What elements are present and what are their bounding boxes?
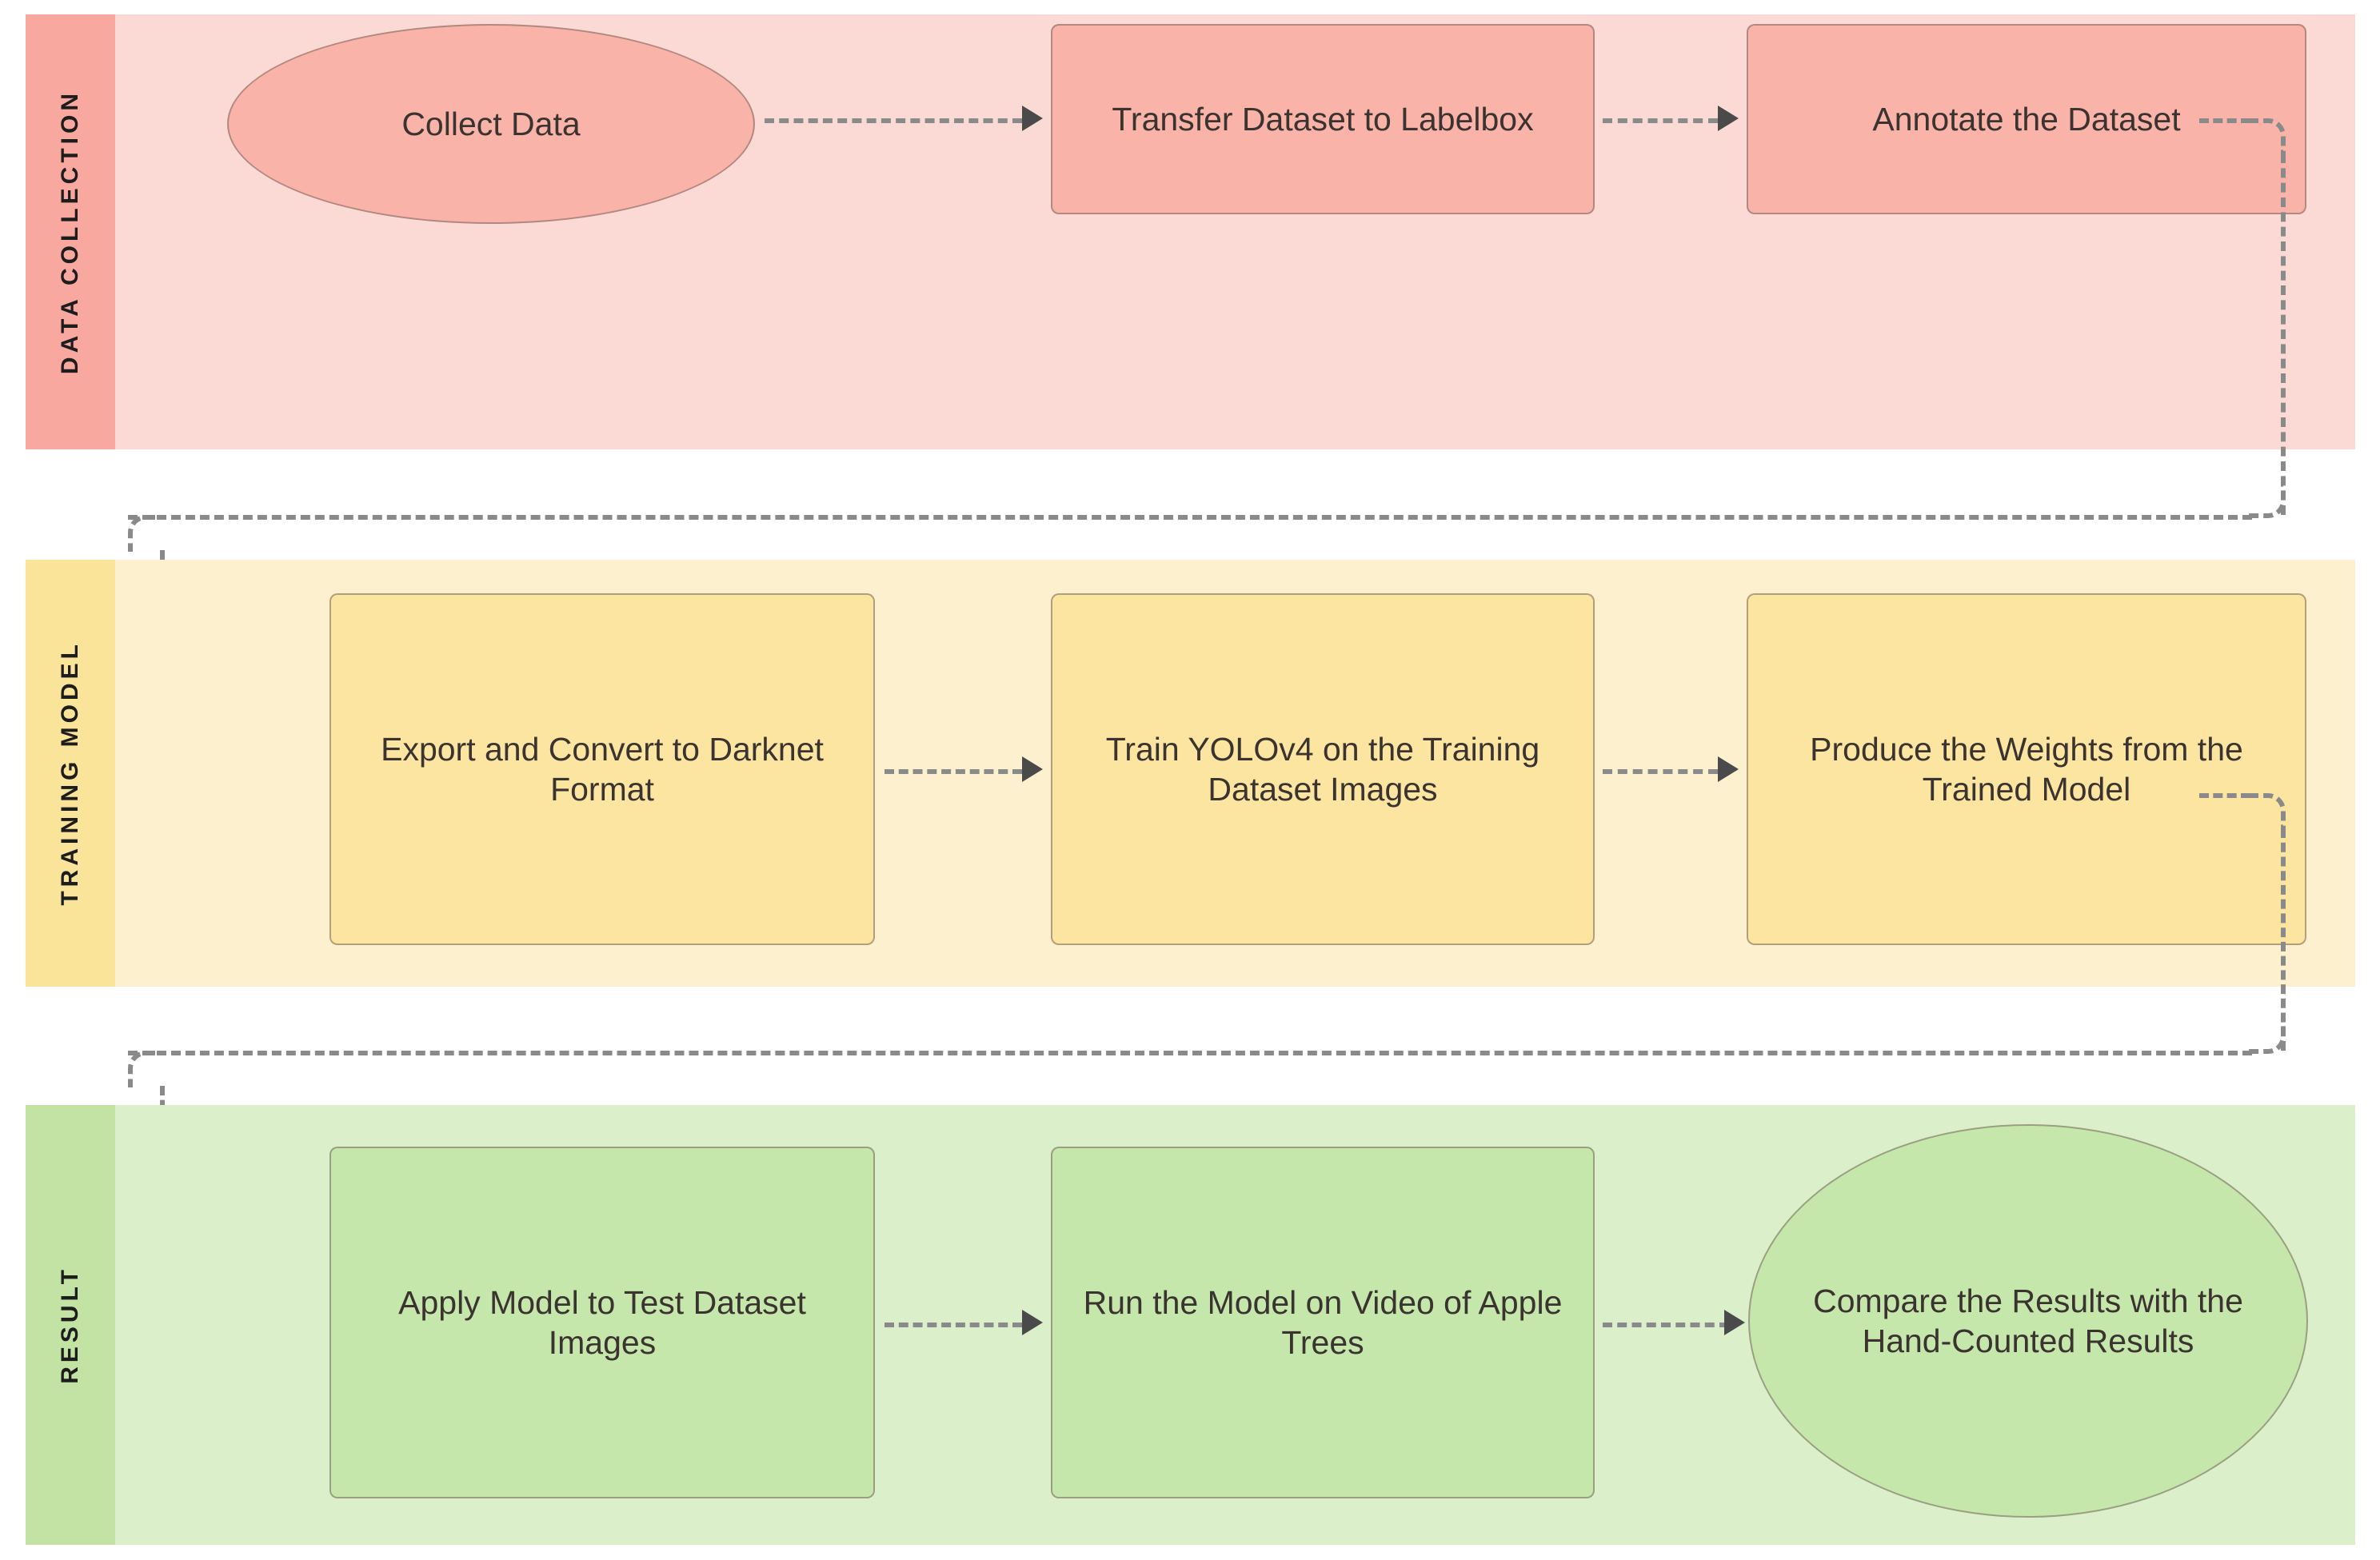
swimlane-label-result: RESULT [57, 1266, 83, 1384]
node-label-apply-model: Apply Model to Test Dataset Images [398, 1283, 806, 1361]
swimlane-header-training-model: TRAINING MODEL [26, 560, 115, 987]
connector-apply-to-run [885, 1323, 1022, 1327]
node-label-annotate-dataset: Annotate the Dataset [1872, 100, 2181, 138]
swimlane-label-data-collection: DATA COLLECTION [57, 89, 83, 375]
connector-arrow-run-to-compare [1724, 1310, 1745, 1335]
node-transfer-dataset[interactable]: Transfer Dataset to Labelbox [1051, 24, 1595, 214]
connector-arrow-collect-to-transfer [1022, 106, 1043, 131]
swimlane-body-result: Apply Model to Test Dataset Images Run t… [115, 1105, 2355, 1545]
swimlane-header-result: RESULT [26, 1105, 115, 1545]
node-train-yolov4[interactable]: Train YOLOv4 on the Training Dataset Ima… [1051, 593, 1595, 945]
connector-collect-to-transfer [765, 118, 1022, 123]
node-label-run-model-video: Run the Model on Video of Apple Trees [1083, 1283, 1563, 1361]
node-label-collect-data: Collect Data [401, 105, 581, 142]
node-label-produce-weights: Produce the Weights from the Trained Mod… [1810, 730, 2243, 808]
node-label-export-convert: Export and Convert to Darknet Format [381, 730, 824, 808]
swimlane-result: RESULT Apply Model to Test Dataset Image… [26, 1105, 2355, 1545]
connector-arrow-export-to-train [1022, 756, 1043, 782]
connector-arrow-transfer-to-annotate [1718, 106, 1739, 131]
node-export-convert[interactable]: Export and Convert to Darknet Format [329, 593, 875, 945]
swimlane-label-training-model: TRAINING MODEL [57, 640, 83, 906]
swimlane-body-data-collection: Collect Data Transfer Dataset to Labelbo… [115, 14, 2355, 449]
swimlane-header-data-collection: DATA COLLECTION [26, 14, 115, 449]
connector-arrow-apply-to-run [1022, 1310, 1043, 1335]
connector-run-to-compare [1603, 1323, 1729, 1327]
connector-train-to-weights [1603, 769, 1718, 774]
swimlane-body-training-model: Export and Convert to Darknet Format Tra… [115, 560, 2355, 987]
connector-arrow-train-to-weights [1718, 756, 1739, 782]
node-label-train-yolov4: Train YOLOv4 on the Training Dataset Ima… [1105, 730, 1540, 808]
node-label-compare-results: Compare the Results with the Hand-Counte… [1813, 1282, 2243, 1359]
node-apply-model[interactable]: Apply Model to Test Dataset Images [329, 1147, 875, 1498]
swimlane-training-model: TRAINING MODEL Export and Convert to Dar… [26, 560, 2355, 987]
node-produce-weights[interactable]: Produce the Weights from the Trained Mod… [1747, 593, 2306, 945]
node-run-model-video[interactable]: Run the Model on Video of Apple Trees [1051, 1147, 1595, 1498]
swimlane-data-collection: DATA COLLECTION Collect Data Transfer Da… [26, 14, 2355, 449]
node-label-transfer-dataset: Transfer Dataset to Labelbox [1112, 100, 1534, 138]
node-collect-data[interactable]: Collect Data [227, 24, 755, 224]
connector-transfer-to-annotate [1603, 118, 1718, 123]
connector-export-to-train [885, 769, 1022, 774]
node-compare-results[interactable]: Compare the Results with the Hand-Counte… [1748, 1124, 2308, 1518]
